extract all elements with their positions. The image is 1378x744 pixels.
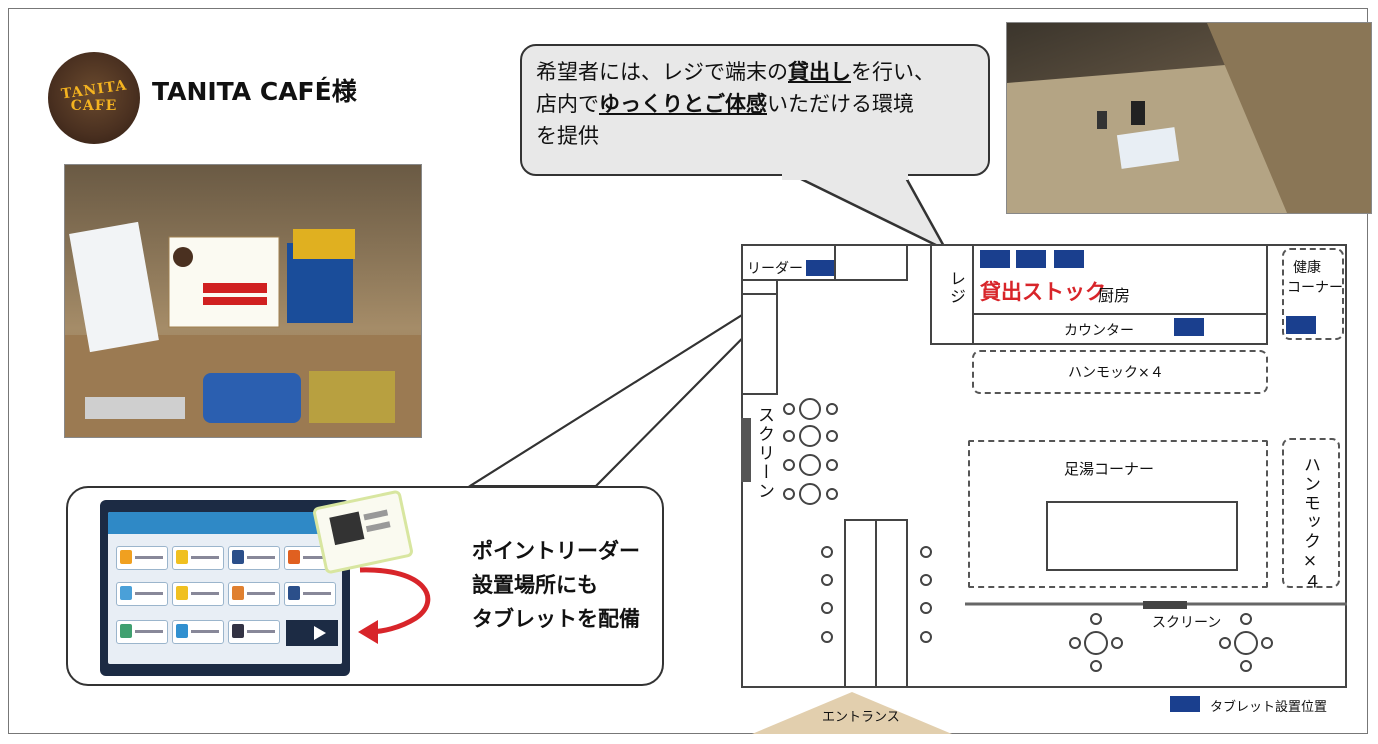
cafe-table-photo: [1006, 22, 1372, 214]
bubble-line-2b: ゆっくりとご体感: [599, 92, 767, 116]
tablet-device: [100, 500, 350, 676]
tablet-app-button: [228, 546, 280, 570]
tablet-marker-reader: [806, 260, 834, 276]
bubble-line-2: 店内でゆっくりとご体感いただける環境: [536, 88, 986, 120]
kitchen-label: 厨房: [1098, 286, 1131, 305]
lending-stock-label: 貸出ストック: [980, 280, 1106, 304]
tablet-app-button: [172, 546, 224, 570]
hammock-side-label: ハンモック×４: [1300, 456, 1320, 592]
tablet-app-button: [116, 546, 168, 570]
hammock-top-label: ハンモック×４: [1068, 365, 1164, 381]
bubble-line-2a: 店内で: [536, 92, 599, 116]
floor-plan-lines: [741, 244, 1347, 688]
foot-bath-label: 足湯コーナー: [1064, 460, 1155, 478]
page-title: TANITA CAFÉ様: [152, 77, 357, 106]
arrow-curve: [359, 567, 431, 635]
tablet-app-button: [228, 582, 280, 606]
tablet-caption: ポイントリーダー 設置場所にも タブレットを配備: [472, 534, 640, 636]
bubble-line-1a: 希望者には、レジで端末の: [536, 60, 788, 84]
tablet-app-button: [116, 582, 168, 606]
figure-frame: [8, 8, 1368, 734]
bubble-line-2c: いただける環境: [767, 92, 914, 116]
bubble-text: 希望者には、レジで端末の貸出しを行い、 店内でゆっくりとご体感いただける環境 を…: [536, 56, 986, 152]
tanita-cafe-logo: TANITA CAFE: [48, 52, 140, 144]
health-corner-label: 健康 コーナー: [1287, 258, 1343, 298]
tablet-app-button: [172, 582, 224, 606]
caption-line-1: ポイントリーダー: [472, 539, 640, 563]
bubble-pointer: [794, 174, 950, 253]
logo-text-bottom: CAFE: [70, 98, 118, 114]
arrow-head: [358, 620, 378, 644]
health-corner-zone: [1282, 248, 1344, 340]
reader-illustration: [329, 509, 391, 546]
counter-label: カウンター: [1064, 323, 1134, 339]
screen-bottom-label: スクリーン: [1152, 615, 1222, 631]
counter-photo-illustration: [65, 221, 421, 437]
legend-swatch: [1170, 696, 1200, 712]
health-corner-line-2: コーナー: [1287, 280, 1343, 296]
foot-bath-zone: [968, 440, 1268, 588]
tablet-marker-counter: [1174, 318, 1204, 336]
tablet-marker-stock-3: [1054, 250, 1084, 268]
table-photo-illustration: [1007, 23, 1371, 213]
cafe-counter-photo: [64, 164, 422, 438]
bubble-line-1b: 貸出し: [788, 60, 851, 84]
health-corner-line-1: 健康: [1293, 260, 1321, 276]
tablet-marker-stock-1: [980, 250, 1010, 268]
entrance-label: エントランス: [822, 710, 900, 725]
play-arrow-icon: [314, 626, 326, 640]
bubble-pointer-join: [782, 172, 908, 180]
caption-line-3: タブレットを配備: [472, 607, 640, 631]
bubble-line-1c: を行い、: [851, 60, 935, 84]
tablet-app-button: [228, 620, 280, 644]
bubble-line-1: 希望者には、レジで端末の貸出しを行い、: [536, 56, 986, 88]
tablet-screen: [108, 512, 342, 664]
tablet-marker-health: [1286, 316, 1316, 334]
tablet-next-button: [286, 620, 338, 646]
info-speech-bubble: [520, 44, 990, 176]
legend-label: タブレット設置位置: [1210, 700, 1328, 715]
tablet-app-button: [172, 620, 224, 644]
red-curved-arrow: [358, 567, 431, 644]
point-reader-device: [311, 489, 415, 575]
screen-left-label: スクリーン: [754, 406, 774, 501]
tablet-marker-stock-2: [1016, 250, 1046, 268]
register-label: レジ: [947, 270, 966, 306]
reader-label: リーダー: [747, 261, 803, 277]
caption-line-2: 設置場所にも: [472, 573, 598, 597]
tablet-app-button: [284, 582, 336, 606]
bubble-line-3: を提供: [536, 124, 599, 148]
tablet-app-button: [116, 620, 168, 644]
hammock-zone-top: [972, 350, 1268, 394]
tablet-header-bar: [108, 512, 342, 534]
entrance-shape: [752, 692, 952, 734]
hammock-zone-side: [1282, 438, 1340, 588]
